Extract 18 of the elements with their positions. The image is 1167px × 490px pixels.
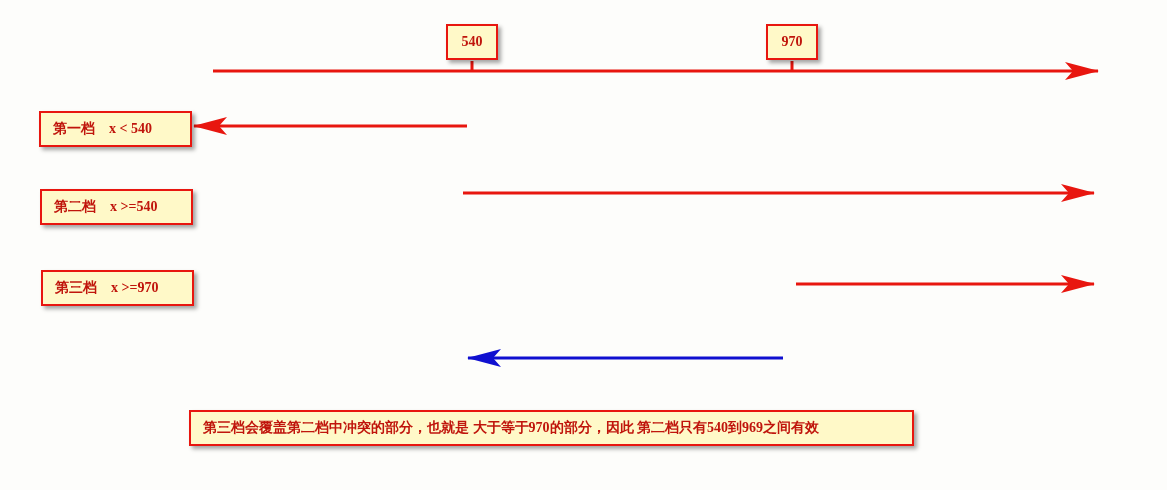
note-text: 第三档会覆盖第二档中冲突的部分，也就是 大于等于970的部分，因此 第二档只有540到969之间有效 [203, 419, 819, 437]
range-box [40, 189, 193, 225]
box-label: x < 540 [109, 121, 152, 137]
box-label: x >=540 [110, 199, 158, 215]
box-label: 第三档 [55, 279, 97, 297]
tick-line [790, 61, 794, 70]
box-label: 第二档 [54, 198, 96, 216]
value-marker-box [446, 24, 498, 60]
box-label: x >=970 [111, 280, 159, 296]
range-box [39, 111, 192, 147]
box-label: 第一档 [53, 120, 95, 138]
range-box [41, 270, 194, 306]
box-label: 970 [781, 34, 803, 50]
box-label: 540 [461, 34, 483, 50]
tick-line [470, 61, 474, 70]
arrow [193, 117, 467, 135]
value-marker-box [766, 24, 818, 60]
note-box [189, 410, 914, 446]
